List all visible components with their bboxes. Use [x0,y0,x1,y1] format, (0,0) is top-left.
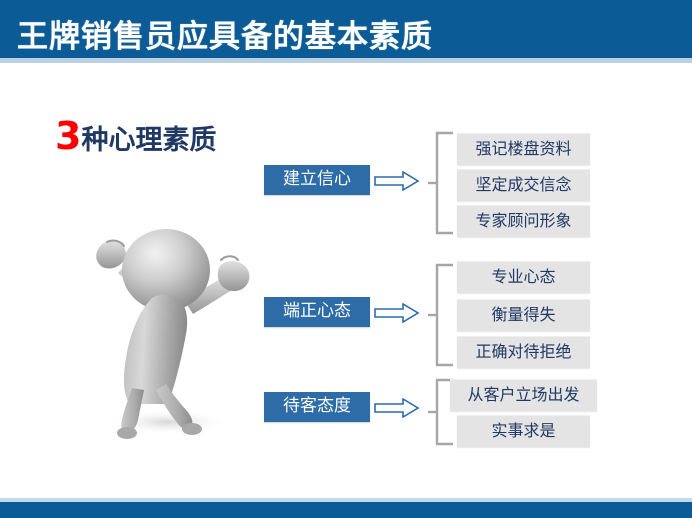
heading-label: 种心理素质 [81,125,217,156]
heading-number: 3 [55,114,82,158]
square-bracket-icon [427,131,455,239]
right-arrow-icon [374,170,420,195]
item-box[interactable]: 专业心态 [457,261,590,293]
item-box[interactable]: 从客户立场出发 [450,379,597,411]
stage-label-1[interactable]: 建立信心 [264,165,370,195]
stage-label-3[interactable]: 待客态度 [264,392,370,422]
item-box[interactable]: 坚定成交信念 [457,169,590,201]
stage-label-2[interactable]: 端正心态 [264,297,370,327]
item-box[interactable]: 衡量得失 [457,299,590,331]
right-arrow-icon [374,397,420,422]
section-heading: 3种心理素质 [55,117,216,155]
item-box[interactable]: 正确对待拒绝 [457,336,590,368]
right-arrow-icon [374,302,420,327]
item-box[interactable]: 实事求是 [457,415,590,447]
header-underline-rule [0,58,692,63]
page-title: 王牌销售员应具备的基本素质 [17,19,433,55]
item-box[interactable]: 专家顾问形象 [457,205,590,237]
square-bracket-icon [427,378,455,450]
footer-band [0,502,692,518]
footer-topline-rule [0,498,692,502]
3d-mannequin-cheering-icon [56,210,276,455]
item-box[interactable]: 强记楼盘资料 [457,133,590,165]
header-band [0,0,692,58]
square-bracket-icon [427,263,455,371]
